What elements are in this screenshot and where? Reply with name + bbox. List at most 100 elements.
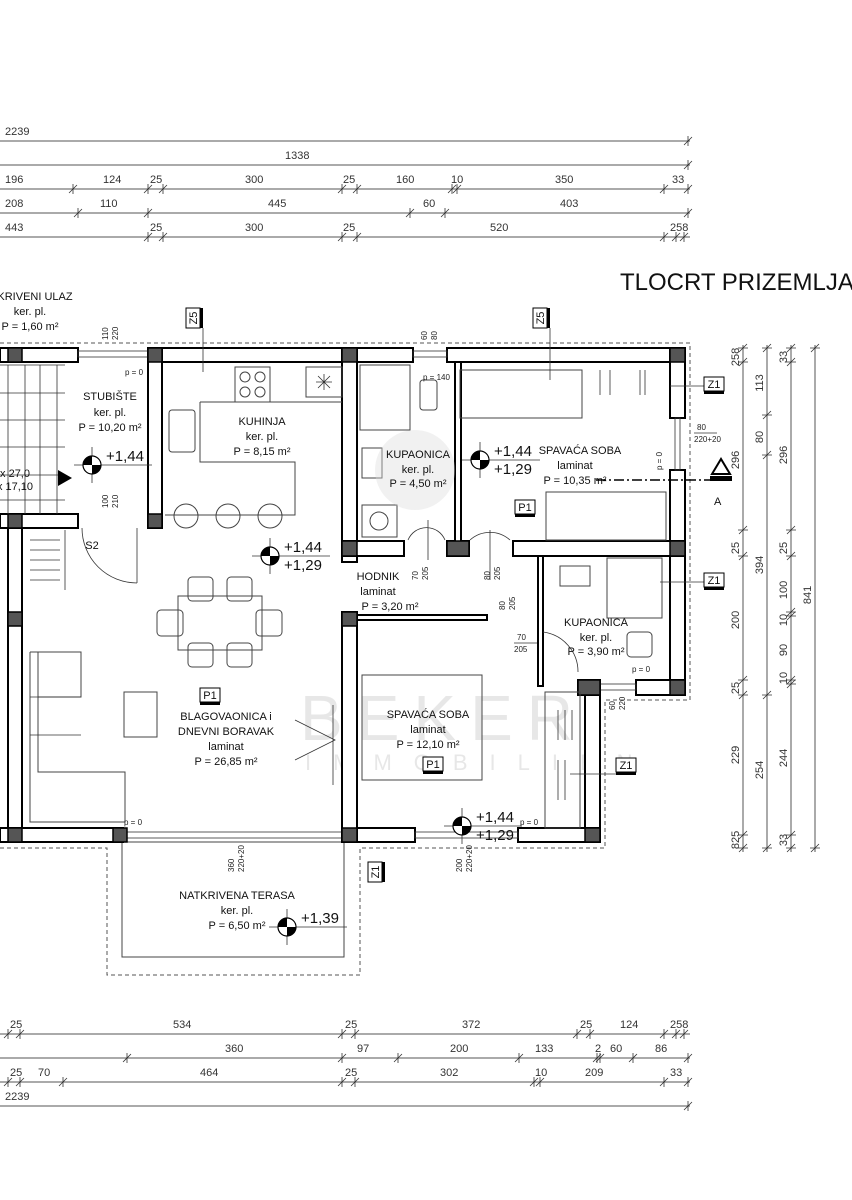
- room-area: P = 10,20 m²: [78, 422, 141, 434]
- dimension-value: 25: [343, 174, 355, 186]
- dimension-value: 258: [670, 1019, 688, 1031]
- dimension-tick: [762, 450, 772, 460]
- dimension-value: 25: [730, 682, 742, 694]
- dimension-tick: [738, 525, 748, 535]
- room-living-dining: BLAGOVAONICA i DNEVNI BORAVAK laminat P …: [178, 711, 275, 768]
- dimension-tick: [337, 232, 347, 242]
- dimension-value: 1338: [285, 150, 309, 162]
- room-hallway: HODNIK laminat P = 3,20 m²: [357, 571, 419, 613]
- dimension-tick: [679, 232, 689, 242]
- dimension-tick: [352, 184, 362, 194]
- room-terrace: NATKRIVENA TERASA ker. pl. P = 6,50 m²: [179, 890, 295, 932]
- dimension-tick: [337, 1029, 347, 1039]
- room-area: P = 8,15 m²: [234, 446, 291, 458]
- dimension-col-right-4: 841: [802, 343, 820, 853]
- stove-icon: [234, 366, 271, 403]
- dimension-value: 841: [802, 586, 814, 604]
- dimension-value: 209: [585, 1067, 603, 1079]
- dimension-value: 25: [730, 542, 742, 554]
- room-name: HODNIK: [357, 571, 400, 583]
- room-area: P = 6,50 m²: [209, 920, 266, 932]
- dimension-value: 160: [396, 174, 414, 186]
- dimension-tick: [659, 184, 669, 194]
- sill-height-label: p = 140: [423, 373, 450, 382]
- stair-info-1: x 27,0: [0, 468, 30, 480]
- dimension-tick: [683, 1101, 693, 1111]
- wall-tag-z1: Z1: [670, 376, 725, 394]
- room-name-2: DNEVNI BORAVAK: [178, 726, 275, 738]
- dimension-tick: [68, 184, 78, 194]
- dimension-value: 100: [778, 581, 790, 599]
- opening-value-2: 205: [421, 566, 430, 580]
- opening-height: 220+20: [694, 435, 721, 444]
- floor-tag-p1: P1: [514, 499, 536, 517]
- fridge-icon: [316, 374, 332, 390]
- opening-value-1: 60: [420, 331, 429, 340]
- dimension-tick: [738, 551, 748, 561]
- dimension-value: 10: [451, 174, 463, 186]
- sill-height-label: p = 0: [125, 368, 144, 377]
- dimension-tick: [535, 1077, 545, 1087]
- level-top: +1,44: [494, 443, 532, 460]
- dimension-tick: [786, 843, 796, 853]
- coffee-table: [123, 691, 158, 738]
- dimension-tick: [762, 843, 772, 853]
- dimension-tick: [786, 525, 796, 535]
- opening-width: 70: [517, 633, 526, 642]
- dimension-tick: [393, 1053, 403, 1063]
- tags: P1 P1 P1 Z1 Z1 Z1 Z1 Z5 Z5 A: [185, 307, 732, 883]
- dimension-tick: [58, 1077, 68, 1087]
- dimension-tick: [659, 1077, 669, 1087]
- dimension-tick: [738, 830, 748, 840]
- dimension-value: 25: [343, 222, 355, 234]
- dimension-tick: [529, 1077, 539, 1087]
- level-markers: +1,44+1,44+1,29+1,44+1,29+1,44+1,29+1,39: [74, 442, 540, 945]
- dimension-value: 443: [5, 222, 23, 234]
- level-top: +1,39: [301, 910, 339, 927]
- dimension-value: 25: [580, 1019, 592, 1031]
- dimension-tick: [628, 1053, 638, 1063]
- room-name: SPAVAĆA SOBA: [539, 444, 622, 457]
- dimension-tick: [738, 675, 748, 685]
- wall-tag-z1: Z1: [660, 572, 725, 590]
- dimension-tick: [158, 184, 168, 194]
- dimension-value: 25: [10, 1019, 22, 1031]
- wardrobe: [459, 369, 583, 419]
- opening-height: 205: [514, 645, 528, 654]
- room-name: SPAVAĆA SOBA: [387, 708, 470, 721]
- room-floor: laminat: [208, 741, 243, 753]
- dimension-value: 70: [38, 1067, 50, 1079]
- room-name: STUBIŠTE: [83, 390, 137, 403]
- opening-value-2: 220: [111, 326, 120, 340]
- opening-value-1: 100: [101, 494, 110, 508]
- dimension-value: 258: [730, 348, 742, 366]
- floor-tag-p1: P1: [422, 756, 444, 774]
- wardrobe: [544, 691, 581, 829]
- sill-height-label: p = 0: [124, 818, 143, 827]
- dimension-value: 534: [173, 1019, 191, 1031]
- dimension-value: 350: [555, 174, 573, 186]
- level-marker-living: +1,44+1,29: [252, 538, 330, 574]
- opening-value-2: 205: [508, 596, 517, 610]
- dimension-tick: [659, 232, 669, 242]
- dimension-value: 464: [200, 1067, 218, 1079]
- tag-label: Z5: [535, 312, 547, 325]
- dimension-value: 97: [357, 1043, 369, 1055]
- room-name: NATKRIVENA TERASA: [179, 890, 295, 902]
- opening-value-1: 110: [101, 327, 110, 340]
- dimension-value: 244: [778, 749, 790, 767]
- room-floor: ker. pl.: [14, 306, 46, 318]
- dimension-tick: [810, 343, 820, 353]
- dimension-tick: [405, 208, 415, 218]
